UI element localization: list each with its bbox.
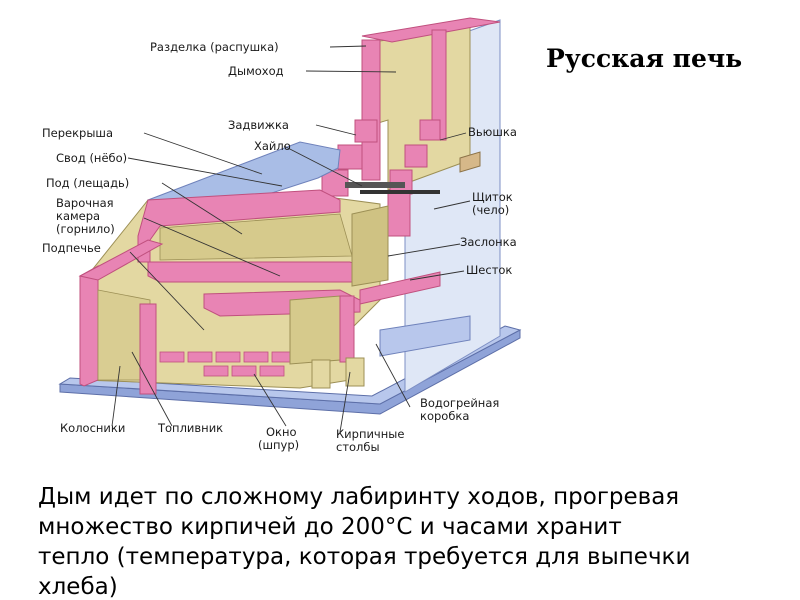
label-shchitok-2: (чело): [472, 203, 509, 217]
label-toplivnik: Топливник: [157, 421, 223, 435]
chimney-cap: [361, 17, 501, 43]
grate-bars: [159, 351, 297, 377]
label-dymokhod: Дымоход: [228, 64, 284, 78]
inner-pillar: [139, 303, 157, 395]
left-pink-wall: [79, 265, 99, 387]
label-vodogreinaya-1: Водогрейная: [420, 396, 499, 410]
caption-line: Дым идет по сложному лабиринту ходов, пр…: [38, 484, 680, 510]
label-khailo: Хайло: [254, 139, 291, 153]
vyushka: [459, 151, 481, 173]
firebox-pillar: [339, 295, 355, 363]
label-okno-2: (шпур): [258, 438, 299, 452]
label-varochnaya-3: (горнило): [56, 222, 115, 236]
label-razdelka: Разделка (распушка): [150, 40, 279, 54]
shestok-ledge: [359, 271, 441, 305]
chimney-brick-left: [361, 39, 381, 181]
brick-post-2: [345, 357, 365, 387]
label-varochnaya-1: Варочная: [56, 196, 114, 210]
label-shestok: Шесток: [466, 263, 512, 277]
label-zadvizhka: Задвижка: [228, 118, 289, 132]
label-varochnaya-2: камера: [56, 209, 100, 223]
water-box: [379, 315, 471, 357]
label-kirpichnye-1: Кирпичные: [336, 427, 404, 441]
label-svod: Свод (нёбо): [56, 151, 127, 165]
label-vyushka: Вьюшка: [468, 125, 517, 139]
caption-line: хлеба): [38, 574, 118, 600]
damper-rod: [360, 190, 440, 194]
label-okno-1: Окно: [266, 425, 297, 439]
brick-post-1: [311, 359, 331, 389]
label-pod: Под (лещадь): [46, 176, 129, 190]
left-pink-slab: [78, 239, 164, 281]
leader-lines: [111, 45, 471, 433]
label-zaslonka: Заслонка: [460, 235, 517, 249]
page-title: Русская печь: [546, 44, 743, 73]
label-perekrysha: Перекрыша: [42, 126, 113, 140]
damper-plate: [345, 182, 405, 188]
stove-illustration: [58, 17, 522, 415]
caption-line: множество кирпичей до 200°С и часами хра…: [38, 514, 622, 540]
label-vodogreinaya-2: коробка: [420, 409, 469, 423]
caption-text: Дым идет по сложному лабиринту ходов, пр…: [38, 482, 798, 600]
caption-line: тепло (температура, которая требуется дл…: [38, 544, 691, 570]
front-opening: [351, 205, 389, 287]
label-kirpichnye-2: столбы: [336, 440, 380, 454]
russian-stove-diagram: Разделка (распушка) Дымоход Задвижка Хай…: [42, 17, 522, 454]
label-shchitok-1: Щиток: [472, 190, 513, 204]
label-podpeche: Подпечье: [42, 241, 101, 255]
firebox-back: [289, 295, 341, 365]
hearth-floor-brick: [147, 261, 373, 283]
label-kolosniki: Колосники: [60, 421, 125, 435]
diagram-labels: Разделка (распушка) Дымоход Задвижка Хай…: [42, 40, 517, 454]
